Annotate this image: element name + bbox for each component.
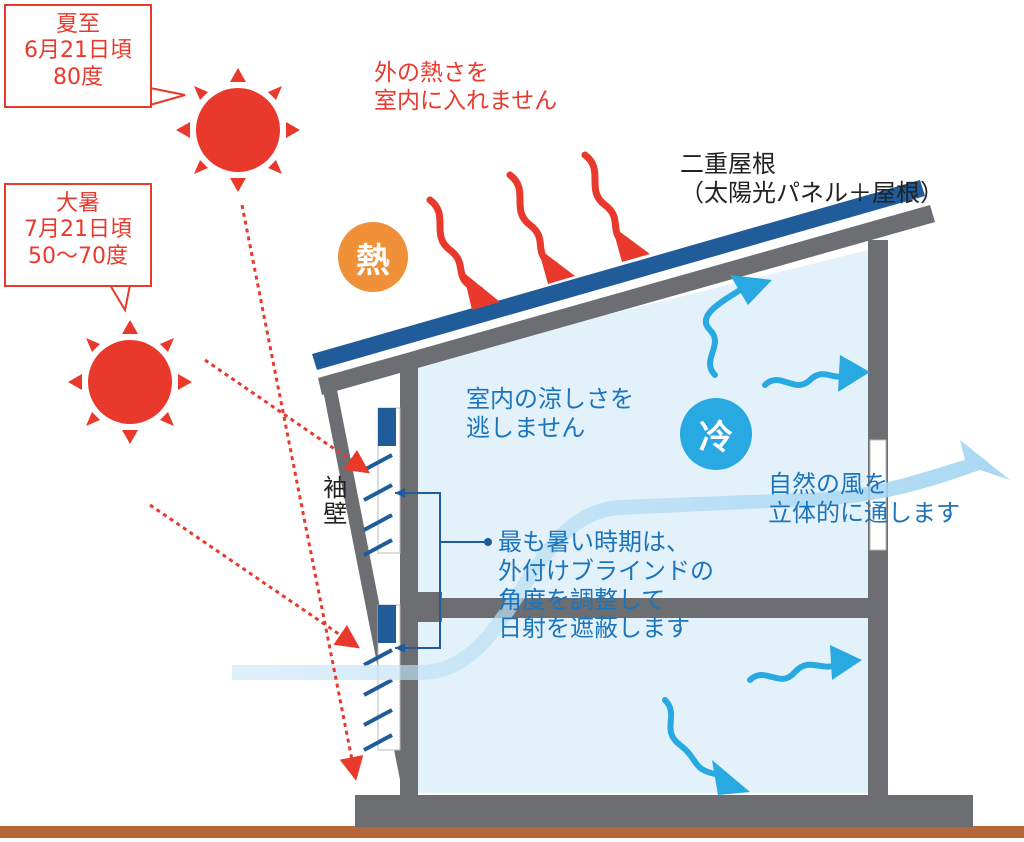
interior-note: 室内の涼しさを 逃しません xyxy=(466,385,634,442)
sun-rays xyxy=(149,204,370,781)
roof-note: 外の熱さを 室内に入れません xyxy=(374,60,558,114)
floor-slab-edge xyxy=(400,592,442,622)
foundation xyxy=(355,795,973,827)
wind-note: 自然の風を 立体的に通します xyxy=(768,470,960,527)
sun-icon-summer-solstice xyxy=(176,68,300,192)
wind-flow xyxy=(232,440,1010,680)
callout-pointer-heat xyxy=(108,284,132,313)
side-wall-label: 袖壁 xyxy=(318,475,347,527)
blind-callout-dot xyxy=(484,538,492,546)
roof-label: 二重屋根 （太陽光パネル＋屋根） xyxy=(680,150,944,207)
cool-arrowheads xyxy=(712,275,870,795)
inner-wall-left xyxy=(400,362,418,797)
upper-room xyxy=(418,250,868,598)
blind-callout-arrow-top xyxy=(395,488,405,498)
callout-major-heat: 大暑 7月21日頃 50〜70度 xyxy=(4,183,152,287)
sun-icon-major-heat xyxy=(68,320,192,444)
blind-callout-bracket xyxy=(395,492,488,649)
callout-pointer-summer xyxy=(149,86,186,107)
heat-arrows xyxy=(426,151,634,294)
heat-arrowheads xyxy=(463,226,650,310)
lower-room xyxy=(418,618,868,793)
blind-slats-lower xyxy=(363,648,393,752)
cool-arrows xyxy=(662,287,853,778)
blind-note: 最も暑い時期は、 外付けブラインドの 角度を調整して 日射を遮蔽します xyxy=(498,528,714,643)
blind-box-upper xyxy=(378,408,396,446)
callout-summer-solstice: 夏至 6月21日頃 80度 xyxy=(4,4,152,108)
blind-box-lower xyxy=(378,605,396,643)
cool-badge: 冷 xyxy=(680,398,752,470)
roof-frame xyxy=(318,205,935,395)
floor-slab xyxy=(400,598,888,618)
solar-panel xyxy=(312,180,925,370)
ground xyxy=(0,826,1024,838)
heat-badge: 熱 xyxy=(338,222,408,292)
blind-callout-arrow-bottom xyxy=(395,643,405,653)
